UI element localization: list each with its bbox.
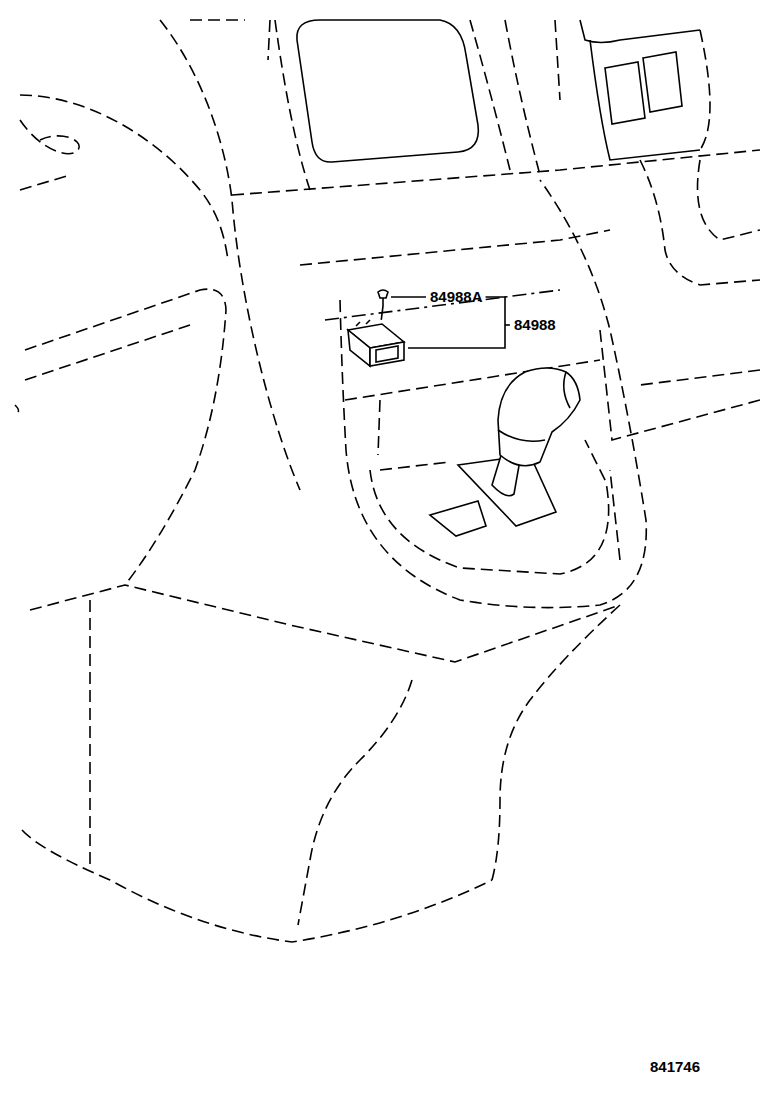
- illustration-line: [380, 462, 450, 470]
- illustration-line: [20, 175, 70, 190]
- illustration-line: [378, 400, 380, 455]
- illustration-line: [430, 501, 486, 536]
- illustration-line: [470, 20, 510, 170]
- illustration-line: [640, 370, 760, 385]
- illustration-line: [492, 605, 620, 880]
- illustration-line: [15, 405, 19, 412]
- illustration-line: [232, 150, 760, 195]
- illustration-line: [160, 20, 300, 490]
- illustration-line: [381, 306, 383, 322]
- leader-line: [505, 324, 510, 326]
- illustration-line: [20, 95, 228, 260]
- illustration-line: [564, 372, 570, 408]
- illustration-line: [268, 20, 270, 60]
- illustration-line: [555, 20, 560, 100]
- illustration-line: [498, 430, 545, 441]
- illustration-line: [25, 325, 190, 380]
- part-number: 84988: [514, 316, 556, 334]
- illustration-line: [275, 20, 310, 190]
- illustration-line: [340, 180, 646, 608]
- illustration-line: [605, 62, 645, 124]
- illustration-line: [25, 289, 226, 585]
- illustration-line: [20, 120, 79, 154]
- illustration-line: [382, 298, 384, 306]
- illustration-line: [700, 30, 710, 150]
- illustration-line: [348, 330, 370, 366]
- illustration-line: [89, 600, 91, 870]
- illustration-line: [190, 19, 245, 21]
- illustration-line: [370, 342, 404, 366]
- illustration-line: [356, 320, 370, 326]
- diagram-number: 841746: [650, 1058, 700, 1076]
- illustration-line: [643, 52, 682, 112]
- illustration-line: [30, 585, 620, 662]
- illustration-line: [698, 160, 760, 240]
- illustration-line: [22, 830, 492, 942]
- illustration-line: [580, 20, 700, 43]
- illustration-line: [610, 470, 620, 560]
- illustration-line: [297, 20, 478, 162]
- illustration-line: [640, 160, 760, 285]
- illustration-line: [498, 368, 580, 466]
- illustration-line: [505, 20, 540, 175]
- illustration-line: [298, 680, 412, 925]
- illustration-line: [600, 330, 760, 440]
- illustration-line: [378, 290, 388, 298]
- illustration-line: [370, 440, 609, 574]
- leader-line: [391, 296, 426, 298]
- illustration-line: [300, 230, 610, 265]
- illustration-line: [590, 40, 700, 160]
- illustration-line: [376, 346, 398, 362]
- part-number: 84988A: [430, 288, 483, 306]
